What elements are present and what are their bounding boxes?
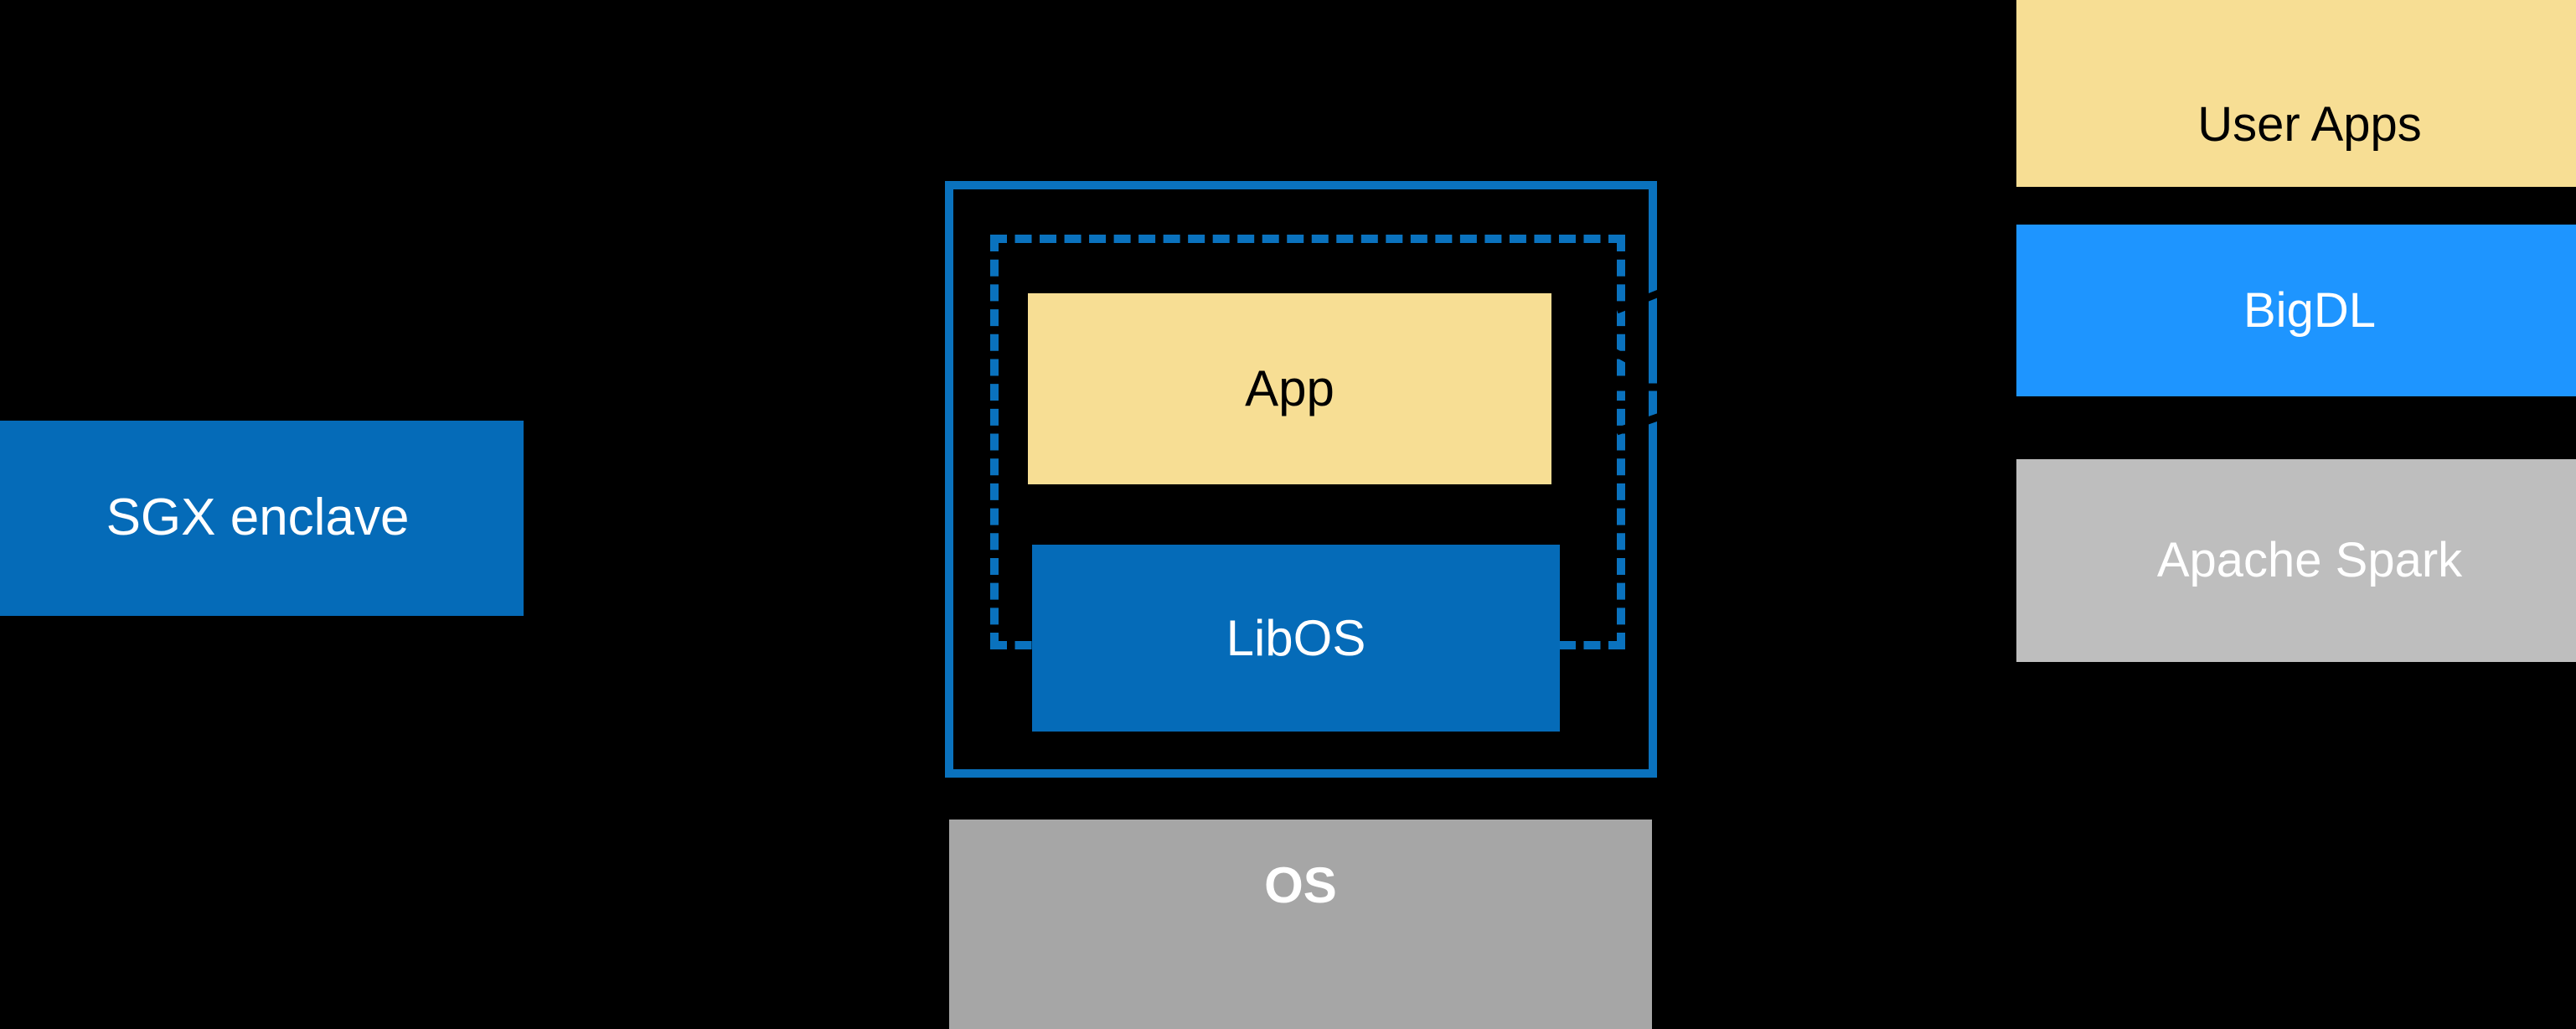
connector-sgx-enclave-to-enclave-frame bbox=[524, 508, 945, 531]
stack-item-user-apps[interactable]: User Apps bbox=[2016, 0, 2576, 187]
stack-item-bigdl-label: BigDL bbox=[2243, 282, 2376, 338]
os-label: OS bbox=[1264, 857, 1337, 913]
sgx-enclave-label: SGX enclave bbox=[106, 489, 410, 547]
stack-item-user-apps-label: User Apps bbox=[2197, 97, 2422, 153]
os-box[interactable]: OS bbox=[949, 820, 1652, 1029]
stack-item-bigdl[interactable]: BigDL bbox=[2016, 225, 2576, 396]
app-label: App bbox=[1245, 360, 1334, 416]
libos-box[interactable]: LibOS bbox=[1032, 545, 1560, 732]
app-box[interactable]: App bbox=[1028, 293, 1551, 484]
stack-item-apache-spark[interactable]: Apache Spark bbox=[2016, 459, 2576, 662]
stack-item-apache-spark-label: Apache Spark bbox=[2156, 533, 2463, 588]
sgx-enclave-box[interactable]: SGX enclave bbox=[0, 421, 524, 616]
libos-label: LibOS bbox=[1226, 609, 1366, 666]
enclave-frame-outer[interactable] bbox=[945, 181, 1657, 778]
